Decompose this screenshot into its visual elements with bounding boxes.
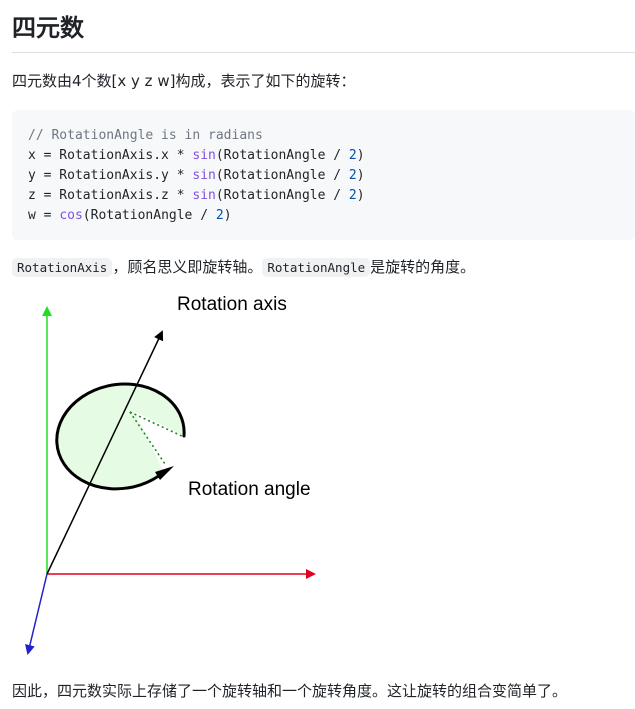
rotation-axis-label: Rotation axis — [177, 296, 287, 315]
rotation-angle-label: Rotation angle — [188, 479, 311, 500]
explain-text-1: ，顾名思义即旋转轴。 — [112, 258, 263, 276]
code-block[interactable]: // RotationAngle is in radians x = Rotati… — [12, 110, 635, 240]
rotation-disc-outline — [55, 382, 186, 491]
code-line-y: y = RotationAxis.y * sin(RotationAngle /… — [28, 168, 365, 183]
code-line-x: x = RotationAxis.x * sin(RotationAngle /… — [28, 148, 365, 163]
inline-code-rotation-axis: RotationAxis — [12, 258, 113, 277]
intro-paragraph: 四元数由4个数[x y z w]构成，表示了如下的旋转： — [12, 72, 356, 90]
code-comment: // RotationAngle is in radians — [28, 128, 263, 143]
rotation-diagram: Rotation axis Rotation angle — [25, 296, 316, 655]
angle-dotted-line-2 — [129, 411, 166, 465]
code-line-z: z = RotationAxis.z * sin(RotationAngle /… — [28, 188, 365, 203]
section-heading: 四元数 — [12, 14, 84, 42]
heading-divider — [12, 52, 635, 53]
inline-code-rotation-angle: RotationAngle — [262, 258, 371, 277]
closing-paragraph: 因此，四元数实际上存储了一个旋转轴和一个旋转角度。这让旋转的组合变简单了。 — [12, 682, 568, 700]
z-axis-arrow — [25, 573, 48, 655]
rotation-direction-arrowhead — [155, 466, 174, 480]
rotation-disc — [56, 384, 185, 489]
rotation-axis-arrow — [46, 330, 164, 575]
explain-text-2: 是旋转的角度。 — [370, 258, 476, 276]
code-line-w: w = cos(RotationAngle / 2) — [28, 208, 232, 223]
